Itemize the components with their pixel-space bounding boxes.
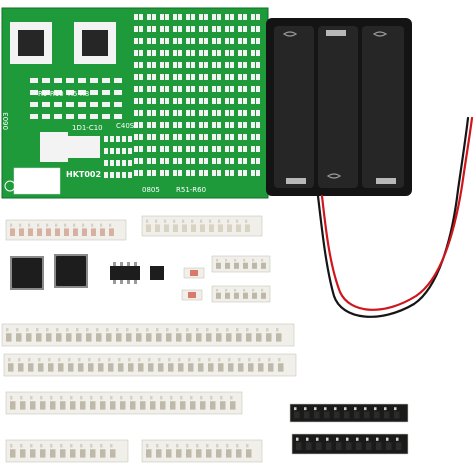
battery-springs: [282, 31, 388, 179]
battery-contact: [326, 30, 346, 36]
pcb-label-r9: R9-R10: [38, 90, 64, 98]
pcb-pad-grid: [30, 14, 260, 178]
pcb-label-0603: 0603: [2, 112, 10, 130]
component-tape-strips: [1, 215, 409, 463]
battery-contact-3: [376, 178, 396, 184]
soic-footprint-2: [66, 136, 100, 158]
battery-holder: [266, 18, 412, 196]
soic-footprint: [40, 132, 68, 162]
qfp-footprint-left: [10, 22, 52, 64]
pcb-label-0805: 0805: [142, 186, 160, 194]
pcb-board-code: HKT002: [66, 170, 101, 179]
qfp-footprint-right: [74, 22, 116, 64]
mounting-hole: [4, 180, 16, 192]
pcb-label-d1c1: 1D1-C10: [72, 124, 103, 132]
pcb-title-box: [13, 167, 61, 195]
battery-wires: [316, 116, 474, 318]
loose-parts: [10, 254, 205, 301]
pcb-label-c40s: C40S: [116, 122, 135, 130]
pcb-board: HKT002 C40S R51-R60 0805 0603 R9-R10 R5-…: [1, 7, 269, 199]
pcb-label-r5: R5-R8: [68, 90, 89, 98]
battery-contact-2: [286, 178, 306, 184]
pcb-label-r51: R51-R60: [176, 186, 206, 194]
